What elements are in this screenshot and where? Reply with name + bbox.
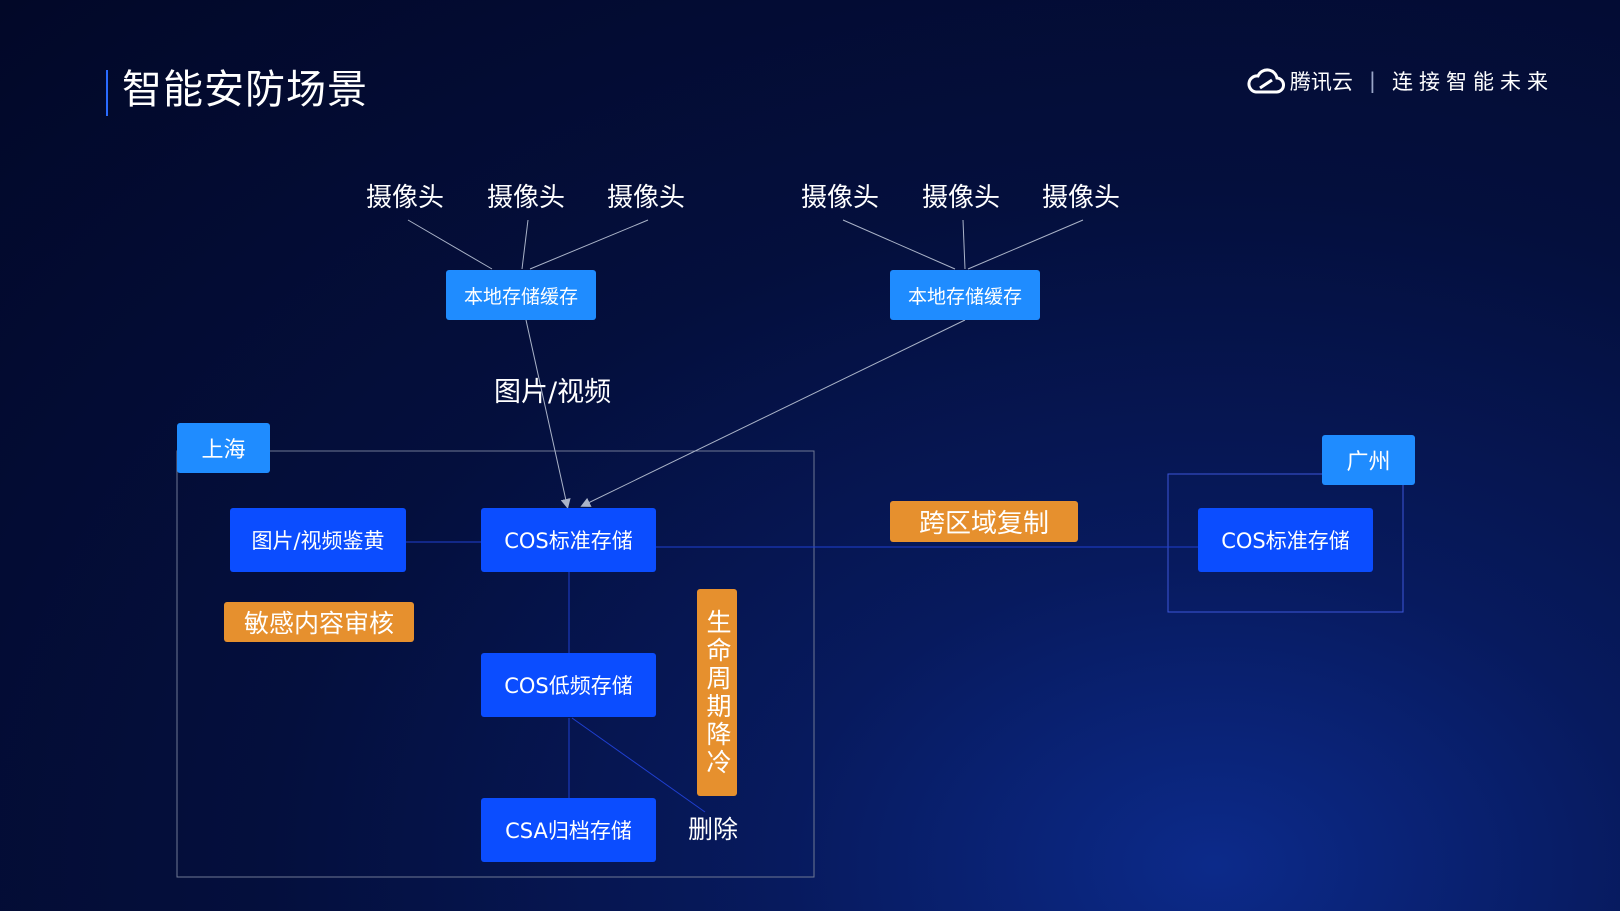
cross-region-replication-badge: 跨区域复制 bbox=[890, 501, 1078, 542]
camera-label: 摄像头 bbox=[486, 183, 565, 213]
csa-archive-storage: CSA归档存储 bbox=[481, 798, 656, 862]
tencent-cloud-icon bbox=[1247, 68, 1285, 94]
page-title: 智能安防场景 bbox=[122, 67, 368, 113]
guangzhou-region-frame bbox=[1167, 473, 1404, 613]
local-cache-left: 本地存储缓存 bbox=[446, 270, 596, 320]
cos-standard-storage-guangzhou: COS标准存储 bbox=[1198, 508, 1373, 572]
camera-label: 摄像头 bbox=[921, 183, 1000, 213]
camera-label: 摄像头 bbox=[606, 183, 685, 213]
camera-label: 摄像头 bbox=[365, 183, 444, 213]
brand-slogan: 连接智能未来 bbox=[1392, 70, 1554, 94]
brand-header: 腾讯云 | 连接智能未来 bbox=[1246, 66, 1554, 96]
flow-label: 图片/视频 bbox=[494, 377, 612, 408]
region-badge-guangzhou: 广州 bbox=[1322, 435, 1415, 485]
camera-line bbox=[967, 219, 1084, 270]
camera-label: 摄像头 bbox=[1041, 183, 1120, 213]
delete-link bbox=[571, 717, 706, 813]
delete-label: 删除 bbox=[688, 815, 739, 844]
shanghai-region-frame bbox=[176, 450, 815, 878]
brand-name: 腾讯云 bbox=[1289, 70, 1353, 94]
title-accent-bar bbox=[106, 70, 108, 116]
upload-arrow-left bbox=[525, 319, 571, 509]
cos-infrequent-storage: COS低频存储 bbox=[481, 653, 656, 717]
upload-arrow-right bbox=[580, 319, 966, 507]
brand-separator: | bbox=[1368, 69, 1376, 93]
camera-line bbox=[407, 219, 493, 270]
camera-line bbox=[962, 219, 966, 270]
local-cache-right: 本地存储缓存 bbox=[890, 270, 1040, 320]
camera-line bbox=[521, 219, 529, 270]
moderation-node: 图片/视频鉴黄 bbox=[230, 508, 406, 572]
camera-label: 摄像头 bbox=[800, 183, 879, 213]
camera-line bbox=[529, 219, 649, 270]
lifecycle-cooldown-badge: 生命周期降冷 bbox=[697, 589, 737, 796]
sensitive-review-badge: 敏感内容审核 bbox=[224, 602, 414, 642]
cos-standard-storage-shanghai: COS标准存储 bbox=[481, 508, 656, 572]
camera-line bbox=[842, 219, 956, 270]
region-badge-shanghai: 上海 bbox=[177, 423, 270, 473]
